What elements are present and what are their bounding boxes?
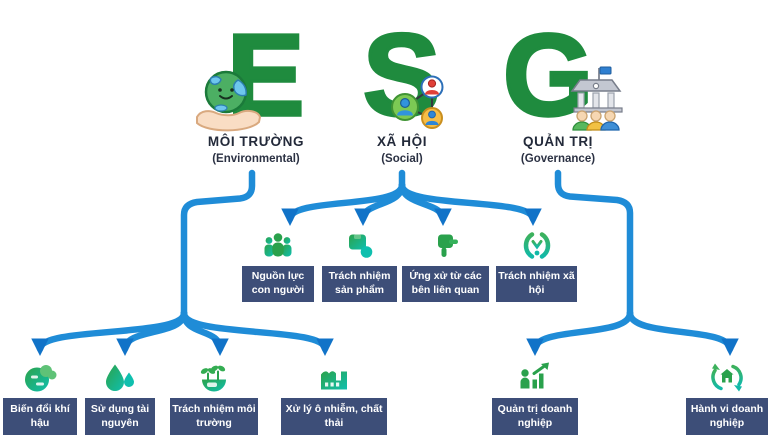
label-human-resources: Nguồn lực con người <box>242 266 314 302</box>
node-climate-change: Biến đổi khí hậu <box>3 360 77 435</box>
factory-icon <box>321 371 347 390</box>
node-resource-use: Sử dụng tài nguyên <box>85 360 155 435</box>
pillar-sub-governance: (Governance) <box>520 153 596 165</box>
climate-globe-icon <box>25 365 57 392</box>
env-stem-line <box>180 169 256 320</box>
pillar-sub-social: (Social) <box>381 153 423 165</box>
node-product-responsibility: Trách nhiệm sản phẩm <box>322 228 397 302</box>
product-box-icon <box>348 234 372 258</box>
pillar-name-governance: QUẢN TRỊ <box>522 134 594 149</box>
node-social-responsibility: Trách nhiệm xã hội <box>496 228 577 302</box>
label-pollution-waste: Xử lý ô nhiễm, chất thải <box>281 398 387 435</box>
hand-holding-earth-icon <box>196 70 262 132</box>
label-climate-change: Biến đổi khí hậu <box>3 398 77 435</box>
node-corporate-behavior: Hành vi doanh nghiệp <box>686 360 768 435</box>
growth-chart-icon <box>520 362 549 389</box>
government-building-icon <box>570 66 623 131</box>
label-corporate-behavior: Hành vi doanh nghiệp <box>686 398 768 435</box>
pillar-name-environment: MÔI TRƯỜNG <box>207 134 305 149</box>
node-human-resources: Nguồn lực con người <box>242 228 314 302</box>
recycle-building-icon <box>711 363 743 392</box>
plant-sprout-icon <box>200 365 226 392</box>
pillar-name-social: XÃ HỘI <box>376 134 428 149</box>
label-environmental-responsibility: Trách nhiệm môi trường <box>170 398 258 435</box>
label-corporate-governance: Quản trị doanh nghiệp <box>492 398 578 435</box>
label-stakeholder-conduct: Ứng xử từ các bên liên quan <box>402 266 489 302</box>
people-network-icon <box>391 75 444 129</box>
hand-gesture-icon <box>437 234 458 257</box>
gov-branch-1 <box>526 309 634 357</box>
node-environmental-responsibility: Trách nhiệm môi trường <box>170 360 258 435</box>
node-corporate-governance: Quản trị doanh nghiệp <box>492 360 578 435</box>
pillar-sub-environment: (Environmental) <box>212 153 300 165</box>
label-resource-use: Sử dụng tài nguyên <box>85 398 155 435</box>
label-social-responsibility: Trách nhiệm xã hội <box>496 266 577 302</box>
node-stakeholder-conduct: Ứng xử từ các bên liên quan <box>402 228 489 302</box>
social-branch-4 <box>398 181 542 227</box>
gov-branch-2 <box>626 309 739 357</box>
label-product-responsibility: Trách nhiệm sản phẩm <box>322 266 397 302</box>
water-drop-icon <box>106 364 134 391</box>
people-group-icon <box>264 233 292 257</box>
env-branch-4 <box>180 309 334 357</box>
node-pollution-waste: Xử lý ô nhiễm, chất thải <box>281 360 387 435</box>
gov-stem-line <box>554 169 634 320</box>
community-care-icon <box>523 232 550 259</box>
